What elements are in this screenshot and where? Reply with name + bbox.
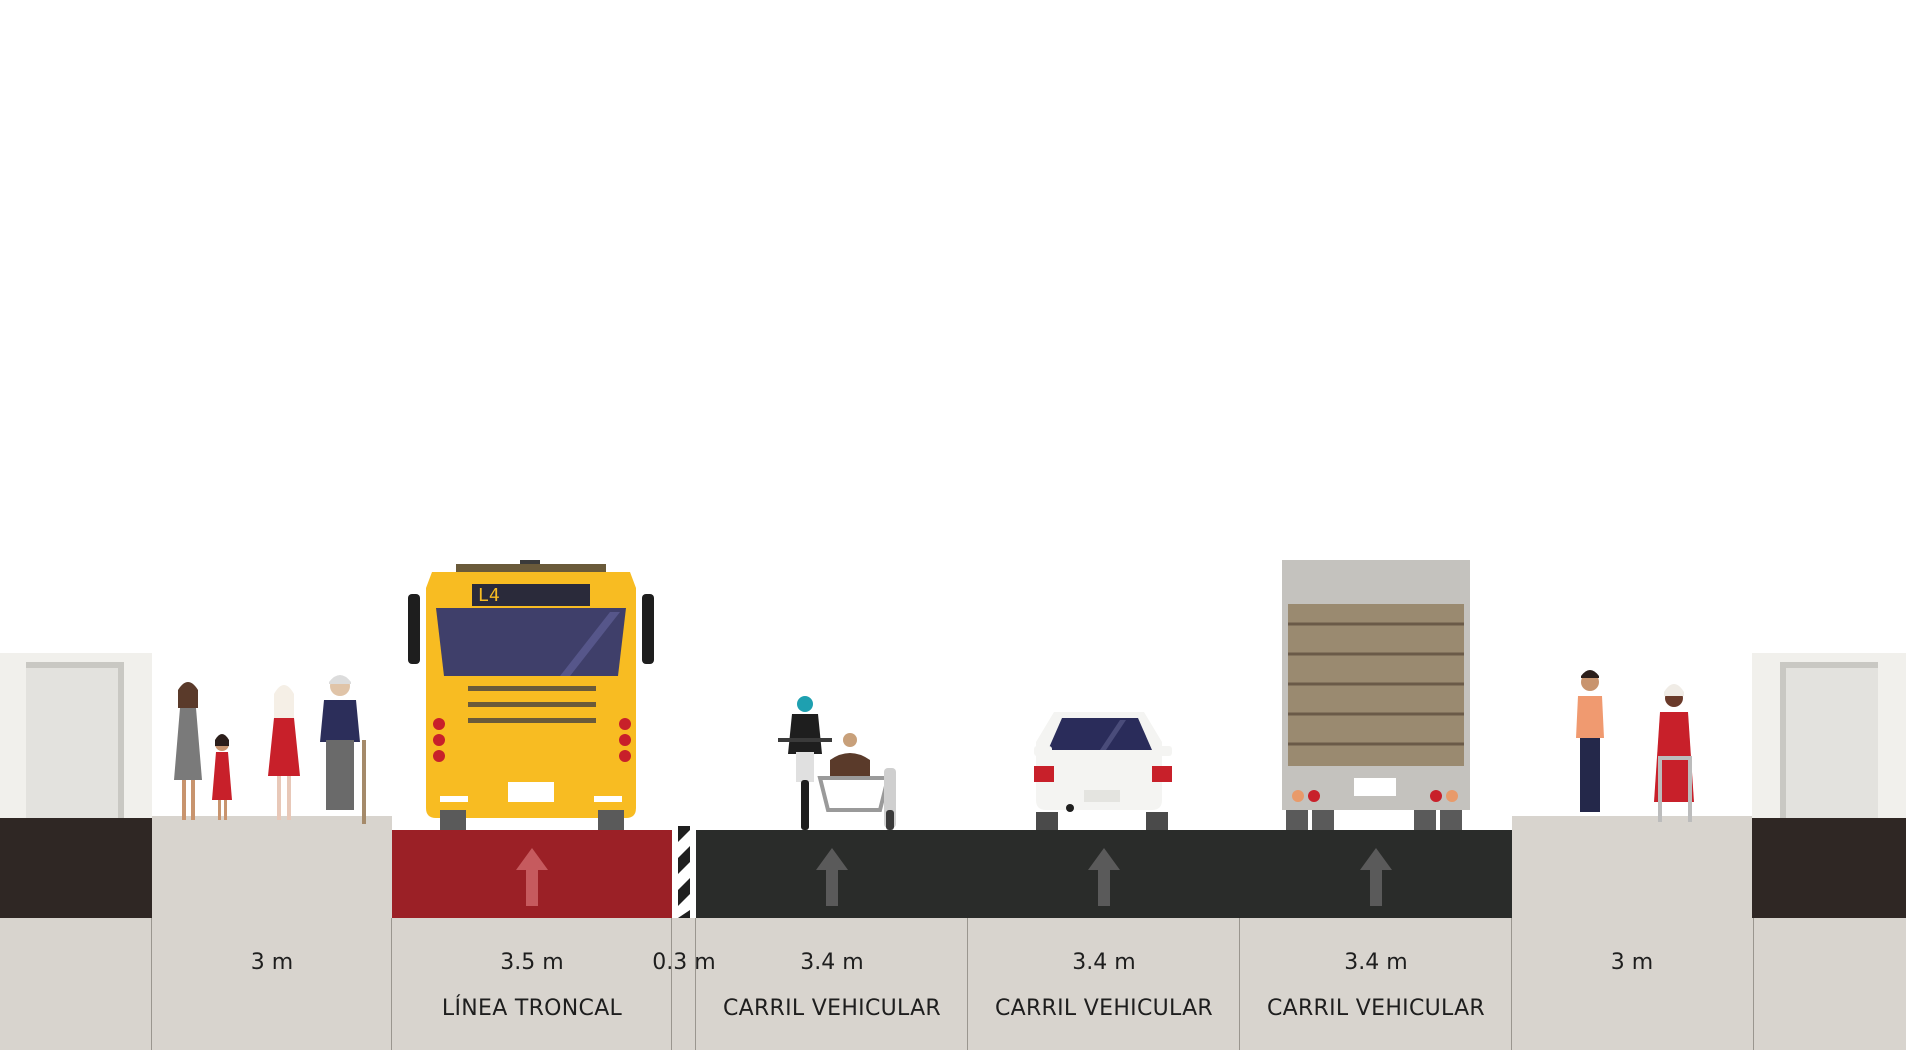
segment-lane-3[interactable]: 3.4 m CARRIL VEHICULAR [1240, 918, 1512, 1050]
segment-divider [1239, 918, 1240, 1050]
segment-name-label: CARRIL VEHICULAR [722, 996, 942, 1021]
segment-width-label: 3 m [250, 950, 294, 975]
segment-divider [391, 918, 392, 1050]
segment-lane-1[interactable]: 3.4 m CARRIL VEHICULAR [696, 918, 968, 1050]
segment-divider [1753, 918, 1754, 1050]
sidewalk-left [152, 816, 392, 918]
segment-divider [671, 918, 672, 1050]
segment-width-label: 3.4 m [1072, 950, 1136, 975]
segment-lane-2[interactable]: 3.4 m CARRIL VEHICULAR [968, 918, 1240, 1050]
segment-sidewalk-right[interactable]: 3 m [1512, 918, 1752, 1050]
sidewalk-right [1512, 816, 1752, 918]
segment-name-label: CARRIL VEHICULAR [1266, 996, 1486, 1021]
pedestrian-girl-red [212, 734, 232, 820]
arrow-up-icon-lane-1 [816, 848, 848, 906]
car [1034, 712, 1172, 830]
bus: L4 [408, 560, 654, 830]
pedestrian-woman-grey [174, 682, 202, 820]
motorcycle-sidecar [778, 696, 896, 830]
pedestrian-elderly-man [320, 675, 366, 824]
segment-width-label: 3 m [1610, 950, 1654, 975]
segment-bus-lane[interactable]: 3.5 m LÍNEA TRONCAL [392, 918, 672, 1050]
arrow-up-icon-lane-2 [1088, 848, 1120, 906]
segment-divider [695, 918, 696, 1050]
segment-width-label: 0.3 m [652, 950, 716, 975]
pedestrian-woman-walker [1654, 684, 1694, 822]
segment-separator[interactable]: 0.3 m [652, 918, 716, 1050]
bus-route-sign: L4 [478, 585, 500, 606]
segment-name-label: CARRIL VEHICULAR [994, 996, 1214, 1021]
segment-divider [151, 918, 152, 1050]
segment-sidewalk-left[interactable]: 3 m [152, 918, 392, 1050]
truck [1282, 560, 1470, 830]
segment-divider [1511, 918, 1512, 1050]
segment-width-label: 3.5 m [500, 950, 564, 975]
arrow-up-icon-bus [516, 848, 548, 906]
segment-name-label: LÍNEA TRONCAL [441, 996, 623, 1021]
arrow-up-icon-lane-3 [1360, 848, 1392, 906]
pedestrian-woman-red [268, 685, 300, 820]
ground-band [0, 918, 1906, 1050]
pedestrian-man-orange [1576, 670, 1604, 812]
building-left [0, 653, 152, 918]
segment-width-label: 3.4 m [1344, 950, 1408, 975]
segment-divider [967, 918, 968, 1050]
segment-width-label: 3.4 m [800, 950, 864, 975]
building-right [1752, 653, 1906, 918]
segment-labels: 3 m 3.5 m LÍNEA TRONCAL 0.3 m 3.4 m CARR… [0, 918, 1906, 1050]
separator-bollard [672, 826, 696, 918]
